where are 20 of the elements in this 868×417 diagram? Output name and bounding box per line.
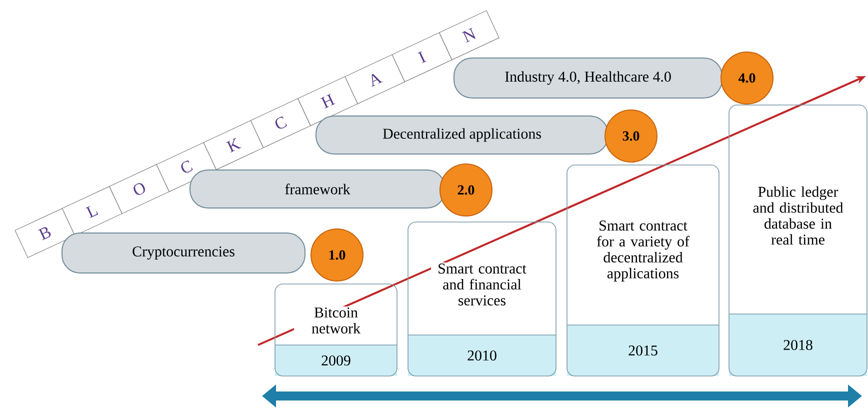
milestone-box: Public ledger and distributed database in real time 2018 bbox=[728, 104, 868, 376]
label-pill: Industry 4.0, Healthcare 4.0 bbox=[454, 58, 722, 98]
version-badge: 2.0 bbox=[440, 164, 492, 216]
letter-cell: B bbox=[14, 208, 76, 258]
letter-cell: O bbox=[109, 164, 170, 214]
letter-cell: A bbox=[344, 54, 406, 104]
letter-cell: N bbox=[438, 10, 500, 60]
version-badge: 1.0 bbox=[310, 228, 364, 282]
letter-cell: K bbox=[203, 120, 264, 170]
version-badge: 4.0 bbox=[720, 52, 774, 104]
label-pill: Decentralized applications bbox=[316, 116, 608, 154]
milestone-box: Bitcoin network 2009 bbox=[274, 284, 398, 376]
letter-cell: L bbox=[62, 186, 122, 236]
letter-cell: I bbox=[392, 32, 452, 82]
letter-cell: C bbox=[156, 142, 217, 192]
version-badge: 3.0 bbox=[604, 110, 658, 162]
letter-cell: C bbox=[250, 98, 311, 148]
milestone-box: Smart contract and financial services 2010 bbox=[408, 222, 556, 376]
label-pill: Cryptocurrencies bbox=[62, 232, 306, 274]
milestone-box: Smart contract for a variety of decentralized applications 2015 bbox=[566, 164, 720, 376]
